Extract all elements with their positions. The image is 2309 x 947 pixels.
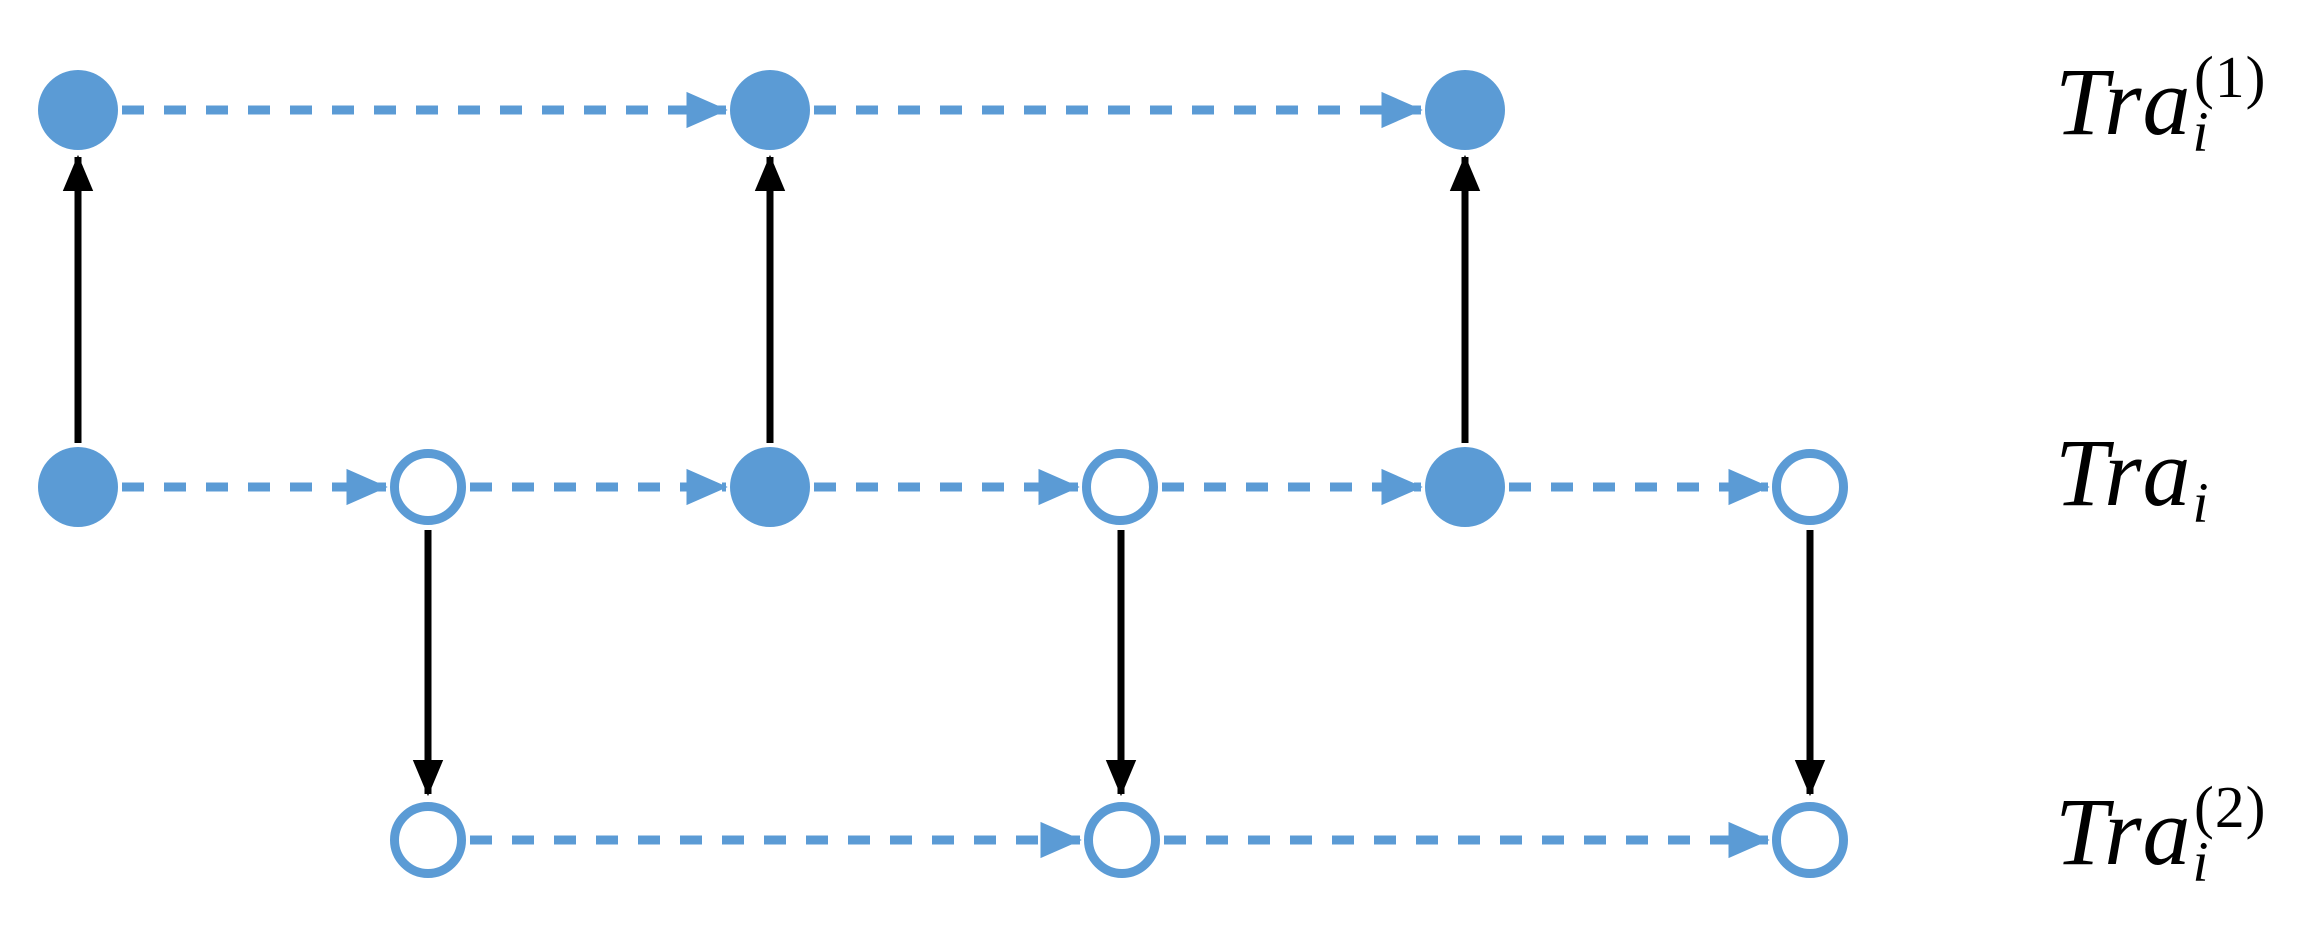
vertical-arrow-layer — [62, 154, 1826, 797]
node-hollow — [1084, 802, 1160, 878]
node-filled — [730, 447, 810, 527]
node-layer — [38, 70, 1848, 878]
node-filled — [1425, 70, 1505, 150]
node-filled — [730, 70, 810, 150]
label-base: Tra — [2055, 47, 2192, 155]
label-base: Tra — [2055, 419, 2192, 526]
node-filled — [38, 447, 118, 527]
label-superscript: (1) — [2194, 44, 2267, 110]
label-subscript: i — [2192, 831, 2210, 895]
horizontal-arrow-layer — [122, 91, 1770, 859]
row-label-tra-2: Trai(2) — [2055, 777, 2266, 895]
label-subscript: i — [2192, 472, 2210, 536]
node-hollow — [1772, 802, 1848, 878]
label-subscript: i — [2192, 101, 2210, 165]
node-hollow — [1772, 449, 1848, 525]
label-superscript: (2) — [2194, 774, 2267, 840]
node-filled — [38, 70, 118, 150]
node-hollow — [390, 449, 466, 525]
node-filled — [1425, 447, 1505, 527]
label-base: Tra — [2055, 777, 2192, 885]
node-hollow — [390, 802, 466, 878]
row-label-tra: Trai — [2055, 425, 2209, 533]
node-hollow — [1082, 449, 1158, 525]
row-label-tra-1: Trai(1) — [2055, 47, 2266, 165]
